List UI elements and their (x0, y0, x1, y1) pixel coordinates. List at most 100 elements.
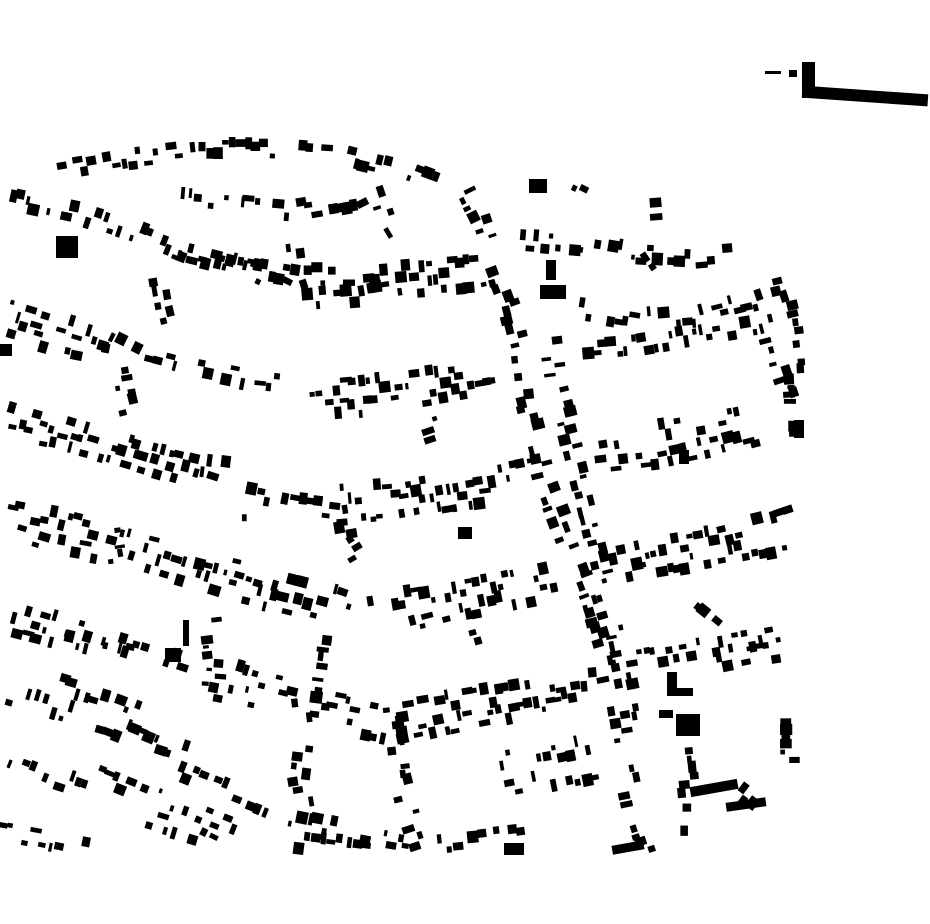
building-footprint (161, 826, 169, 836)
building-footprint (96, 453, 105, 464)
building-footprint (400, 763, 410, 770)
building-footprint (390, 394, 399, 401)
building-footprint (272, 198, 285, 209)
building-footprint (81, 836, 91, 848)
building-footprint (401, 699, 415, 709)
building-footprint (509, 569, 515, 578)
building-footprint (682, 317, 693, 326)
building-footprint (109, 728, 123, 743)
building-footprint (478, 681, 490, 696)
building-footprint (328, 501, 341, 511)
building-footprint (786, 309, 799, 319)
building-footprint (199, 827, 209, 838)
building-footprint (93, 206, 105, 219)
building-footprint (501, 682, 509, 692)
building-footprint (171, 360, 178, 372)
building-footprint (148, 535, 160, 543)
building-footprint (407, 614, 417, 627)
building-footprint (175, 661, 190, 673)
building-footprint (100, 342, 111, 354)
building-footprint (192, 765, 201, 775)
building-footprint (86, 434, 100, 444)
building-footprint (727, 643, 734, 653)
building-footprint (74, 642, 80, 651)
building-footprint (640, 561, 647, 568)
building-footprint (508, 297, 521, 307)
building-footprint (49, 504, 59, 518)
building-footprint (662, 342, 670, 353)
building-footprint (103, 769, 117, 779)
building-footprint (132, 449, 139, 459)
building-footprint (707, 534, 721, 547)
building-footprint (554, 536, 565, 545)
building-footprint (479, 487, 491, 494)
building-footprint (130, 340, 144, 355)
building-footprint (285, 685, 299, 697)
building-footprint (739, 302, 753, 312)
building-footprint (197, 255, 208, 264)
building-footprint (169, 826, 178, 840)
building-footprint (602, 568, 614, 575)
building-footprint (141, 729, 157, 745)
building-footprint (613, 440, 620, 450)
building-footprint (649, 550, 657, 558)
building-footprint (533, 575, 539, 583)
landmark-building (183, 620, 189, 646)
building-footprint (783, 398, 797, 404)
building-footprint (66, 441, 73, 454)
building-footprint (151, 442, 159, 452)
building-footprint (452, 841, 464, 851)
building-footprint (186, 833, 199, 846)
building-footprint (321, 512, 330, 519)
building-footprint (609, 717, 622, 730)
building-footprint (122, 706, 130, 714)
building-footprint (767, 346, 775, 354)
building-footprint (630, 556, 644, 571)
building-footprint (678, 442, 688, 453)
building-footprint (382, 707, 391, 714)
building-footprint (437, 391, 449, 404)
building-footprint (38, 440, 48, 448)
building-footprint (489, 581, 498, 594)
building-footprint (427, 275, 433, 286)
building-footprint (635, 452, 643, 460)
building-footprint (768, 361, 777, 368)
landmark-building (765, 71, 781, 74)
building-footprint (579, 473, 587, 480)
building-footprint (257, 487, 266, 496)
building-footprint (734, 531, 744, 539)
building-footprint (408, 841, 422, 853)
building-footprint (672, 653, 680, 663)
building-footprint (726, 330, 738, 341)
building-footprint (69, 546, 81, 559)
building-footprint (418, 260, 425, 273)
building-footprint (349, 705, 361, 714)
building-footprint (295, 247, 306, 259)
building-footprint (41, 626, 47, 634)
building-footprint (154, 302, 162, 311)
building-footprint (401, 842, 410, 850)
building-footprint (315, 595, 330, 608)
building-footprint (752, 642, 765, 650)
building-footprint (668, 330, 673, 339)
building-footprint (17, 320, 29, 333)
building-footprint (365, 377, 371, 385)
building-footprint (400, 258, 411, 271)
building-footprint (26, 202, 41, 217)
building-footprint (480, 213, 493, 225)
building-footprint (781, 544, 788, 551)
building-footprint (493, 683, 504, 695)
building-footprint (717, 556, 727, 564)
building-footprint (162, 243, 172, 256)
building-footprint (39, 515, 49, 525)
building-footprint (629, 311, 641, 319)
building-footprint (462, 205, 472, 213)
building-footprint (16, 524, 28, 533)
building-footprint (657, 306, 670, 319)
building-footprint (458, 390, 468, 401)
building-footprint (425, 260, 433, 267)
building-footprint (220, 455, 232, 468)
building-footprint (417, 585, 431, 600)
building-footprint (350, 279, 355, 286)
